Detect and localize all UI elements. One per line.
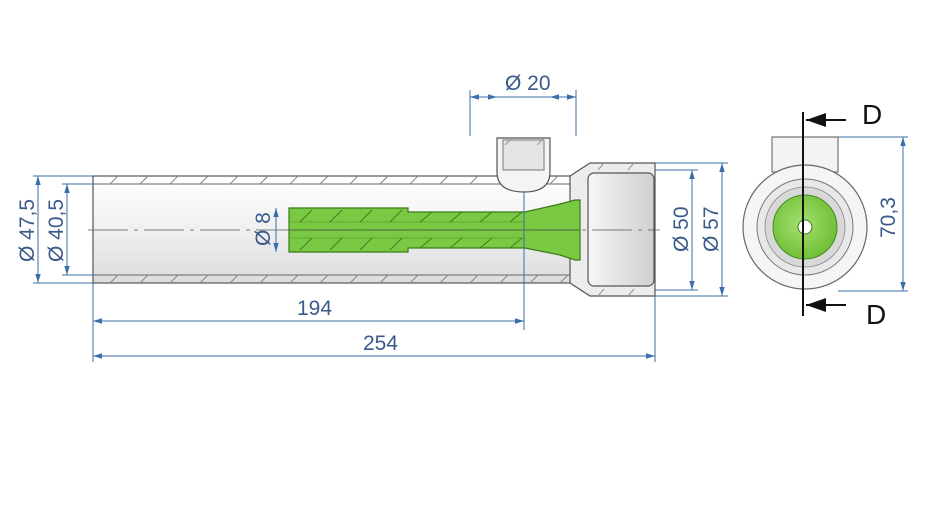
- section-mark-bottom: D: [866, 299, 886, 330]
- cylinder-end-view: D D: [742, 99, 886, 330]
- cylinder-head: [569, 162, 656, 297]
- port-boss: [496, 137, 551, 193]
- dim-rod-diameter: Ø 8: [252, 212, 275, 246]
- dimension-lines: [33, 90, 908, 362]
- dim-end-height: 70,3: [877, 197, 900, 238]
- dim-outer-diameter: Ø 47,5: [16, 199, 39, 262]
- end-port-boss: [771, 136, 839, 173]
- dim-length-194: 194: [297, 297, 332, 320]
- top-wall-hatch: [109, 175, 559, 185]
- dim-port-diameter: Ø 20: [505, 72, 551, 95]
- end-rod-hole: [797, 219, 813, 235]
- bottom-wall-hatch: [109, 274, 569, 284]
- dim-length-254: 254: [363, 332, 398, 355]
- cylinder-section-view: [88, 137, 660, 297]
- dim-inner-diameter: Ø 40,5: [45, 199, 68, 262]
- section-mark-top: D: [862, 99, 882, 130]
- dimension-labels: Ø 20 Ø 47,5 Ø 40,5 Ø 8 Ø 50 Ø 57 194 254…: [16, 72, 900, 355]
- dim-head-diameter-outer: Ø 57: [700, 206, 723, 252]
- dim-head-diameter-inner: Ø 50: [670, 206, 693, 252]
